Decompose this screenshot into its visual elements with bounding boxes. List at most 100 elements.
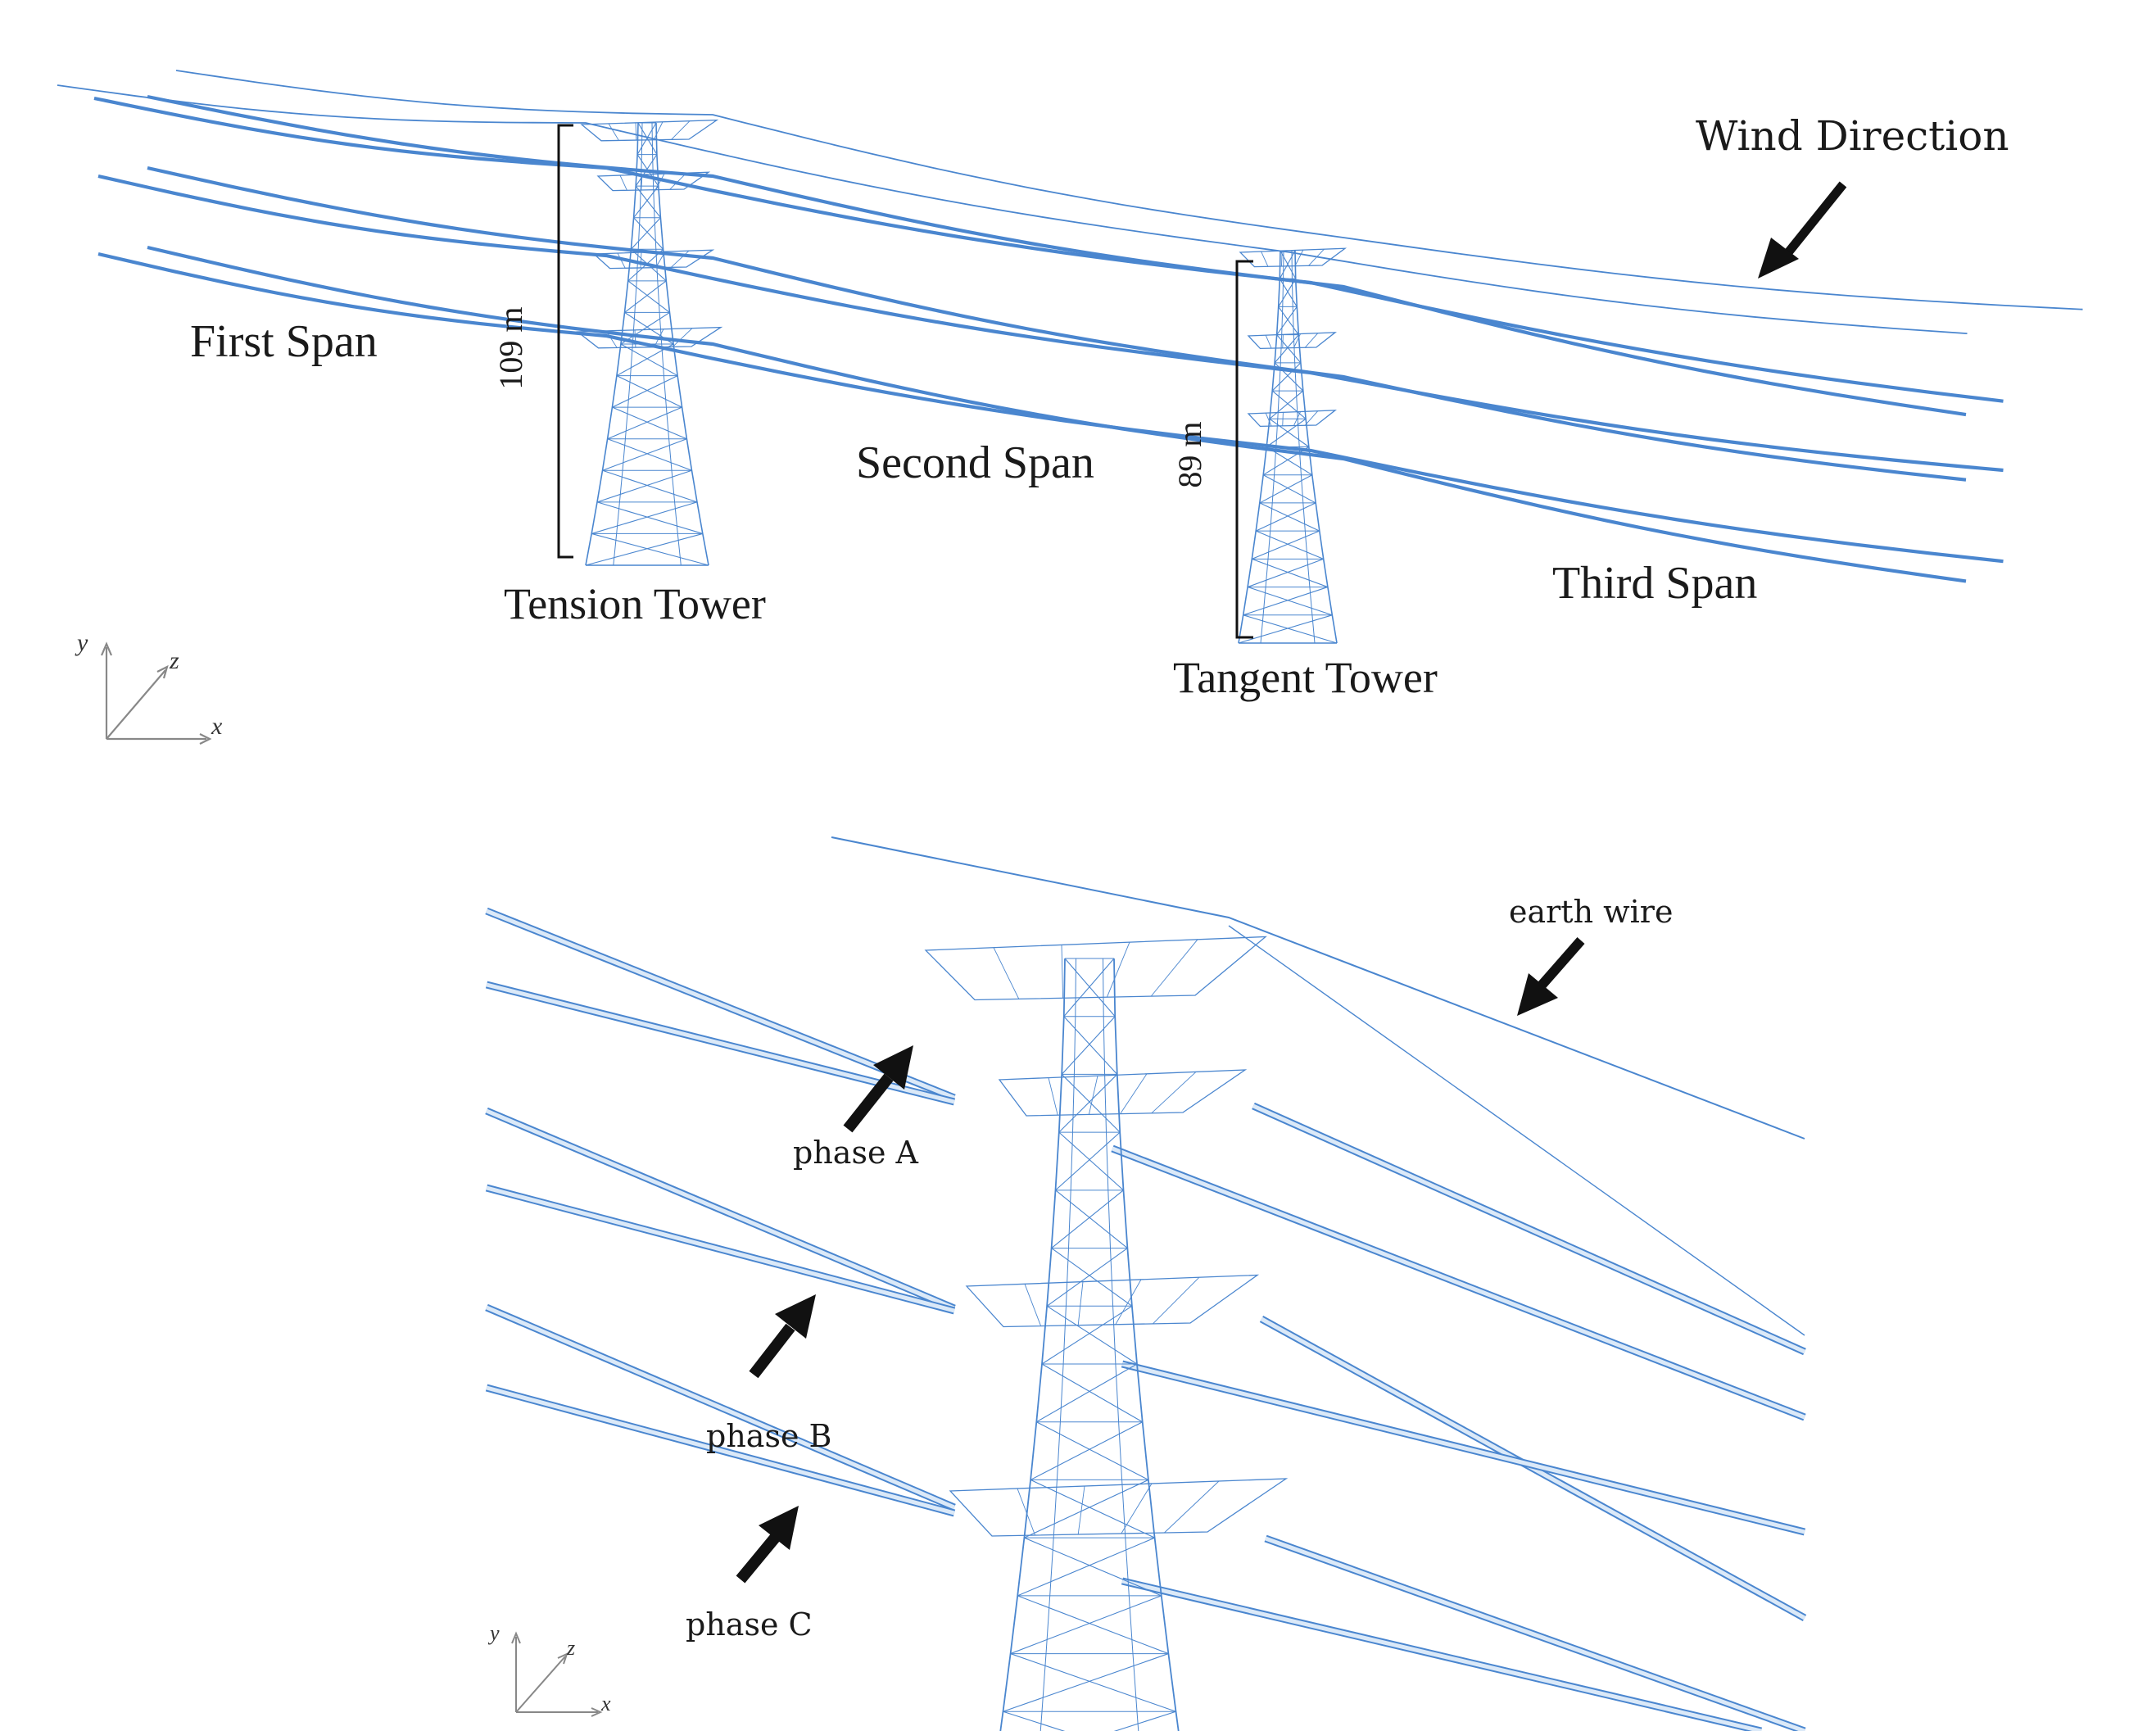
wind-direction-label: Wind Direction xyxy=(1696,112,2009,160)
tension-tower-brace xyxy=(602,438,687,471)
detail-tower-crossarm-web xyxy=(1077,1485,1085,1535)
detail-frame xyxy=(487,832,1805,1731)
tangent-tower-crossarm-web xyxy=(1282,412,1284,426)
tangent-tower-crossarm-web xyxy=(1261,251,1269,267)
detail-conductor-core xyxy=(1121,1579,1762,1731)
tangent-tower-brace xyxy=(1271,390,1307,419)
phase-b-arrow-icon xyxy=(749,1294,816,1379)
tension-tower-crossarm-web xyxy=(605,330,618,348)
detail-tower-brace xyxy=(1064,958,1116,1017)
overview-wire xyxy=(93,96,2004,403)
detail-tower-brace xyxy=(1041,1363,1143,1423)
detail-tower-crossarm-web xyxy=(1164,1480,1220,1534)
tension-tower-crossarm xyxy=(580,119,719,142)
tension-tower-brace xyxy=(607,438,692,471)
tension-tower-crossarm-web xyxy=(672,328,693,347)
phase-a-arrow-icon xyxy=(843,1045,913,1133)
tension-tower-brace xyxy=(635,154,658,187)
tangent-tower-brace xyxy=(1274,362,1304,392)
detail-tower-brace xyxy=(1030,1479,1155,1538)
detail-tower-brace xyxy=(1046,1248,1128,1307)
detail-tower-crossarm-web xyxy=(1061,945,1064,999)
tangent-tower-brace xyxy=(1252,530,1320,560)
tangent-tower-crossarm-web xyxy=(1265,334,1272,349)
tension-tower-crossarm-web xyxy=(669,172,687,190)
tension-tower-brace xyxy=(616,375,682,408)
arrow-down-left-icon xyxy=(1758,181,1847,279)
tension-tower-crossarm-web xyxy=(654,173,665,190)
tangent-tower-crossarm-web xyxy=(1265,412,1272,427)
tangent-tower-brace xyxy=(1279,278,1298,307)
detail-tower-crossarm-web xyxy=(993,947,1020,999)
tangent-tower-height-dimension xyxy=(1235,260,1253,639)
phase-c-label: phase C xyxy=(686,1606,813,1643)
tangent-tower-brace xyxy=(1266,446,1313,476)
tension-tower-brace xyxy=(631,248,667,282)
third-span-label: Third Span xyxy=(1552,558,1757,609)
tension-tower-brace xyxy=(585,532,703,566)
detail-tower-brace xyxy=(1061,1016,1116,1075)
detail-tower-crossarm-web xyxy=(1048,1077,1058,1116)
detail-tower-brace xyxy=(1024,1537,1162,1597)
detail-tower-crossarm-web xyxy=(1077,1281,1084,1325)
tangent-tower-brace xyxy=(1262,474,1316,504)
detail-tower-crossarm-web xyxy=(1150,939,1198,997)
tangent-tower-crossarm xyxy=(1239,247,1348,268)
detail-tower-crossarm-web xyxy=(1121,1483,1153,1534)
tangent-tower-brace xyxy=(1280,250,1297,279)
detail-tower-crossarm-web xyxy=(1151,1072,1197,1114)
conductor-wires-overview xyxy=(57,70,2083,583)
tension-tower-brace xyxy=(602,469,698,503)
overview-wire xyxy=(147,245,1967,583)
overview-wire xyxy=(175,70,2083,310)
tension-tower-crossarm xyxy=(596,171,711,192)
detail-tower-brace xyxy=(1058,1131,1124,1191)
tangent-tower-brace xyxy=(1259,474,1313,504)
tension-tower-brace xyxy=(620,343,678,377)
tension-tower-label: Tension Tower xyxy=(504,579,766,628)
tension-tower-crossarm-web xyxy=(608,123,619,141)
tangent-tower-crossarm-web xyxy=(1308,248,1325,266)
tension-tower-crossarm-web xyxy=(619,174,627,191)
conductor-wires-detail xyxy=(485,836,1807,1731)
tangent-tower-brace xyxy=(1247,587,1333,616)
detail-conductor-core xyxy=(486,982,955,1104)
tension-tower-brace xyxy=(633,217,664,250)
detail-tower-brace xyxy=(1036,1363,1138,1423)
tension-tower-brace xyxy=(596,469,692,503)
detail-conductor-core xyxy=(1112,1146,1805,1420)
detail-tower-brace xyxy=(1063,1016,1118,1075)
tension-tower-crossarm-web xyxy=(641,174,643,190)
tension-tower-brace xyxy=(637,122,658,155)
tangent-tower-crossarm-web xyxy=(1304,410,1319,426)
tension-tower-brace xyxy=(635,185,661,219)
detail-tower-brace xyxy=(1030,1421,1143,1480)
tangent-tower-brace xyxy=(1243,614,1338,644)
tangent-tower-crossarm-web xyxy=(1293,333,1302,348)
tangent-tower-brace xyxy=(1269,418,1310,447)
tangent-tower-brace xyxy=(1238,614,1333,644)
tension-tower-crossarm-web xyxy=(671,120,691,140)
tangent-tower-brace xyxy=(1256,530,1324,560)
tangent-tower-brace xyxy=(1247,558,1324,588)
tension-tower-brace xyxy=(620,311,670,345)
tension-tower-brace xyxy=(627,248,664,282)
detail-tower-brace xyxy=(1063,958,1115,1017)
second-span-label: Second Span xyxy=(856,437,1094,488)
tension-tower-crossarm-web xyxy=(670,250,690,268)
tangent-tower-brace xyxy=(1259,502,1320,532)
detail-tower-brace xyxy=(1010,1653,1176,1712)
detail-tower-crossarm xyxy=(924,936,1267,1001)
tangent-tower-brace xyxy=(1271,362,1302,392)
detail-tower-brace xyxy=(1024,1479,1149,1538)
tension-tower-brace xyxy=(612,375,678,408)
tangent-tower-brace xyxy=(1262,446,1310,476)
detail-tower-crossarm-web xyxy=(1024,1284,1042,1326)
tension-tower-height-label: 109 m xyxy=(492,306,529,389)
detail-tower-brace xyxy=(1003,1653,1169,1712)
detail-tower-brace xyxy=(1061,1074,1121,1133)
tangent-tower-brace xyxy=(1266,418,1307,447)
tangent-tower-brace xyxy=(1255,502,1316,532)
tension-tower-brace xyxy=(636,154,659,187)
tension-tower-brace xyxy=(627,280,670,313)
